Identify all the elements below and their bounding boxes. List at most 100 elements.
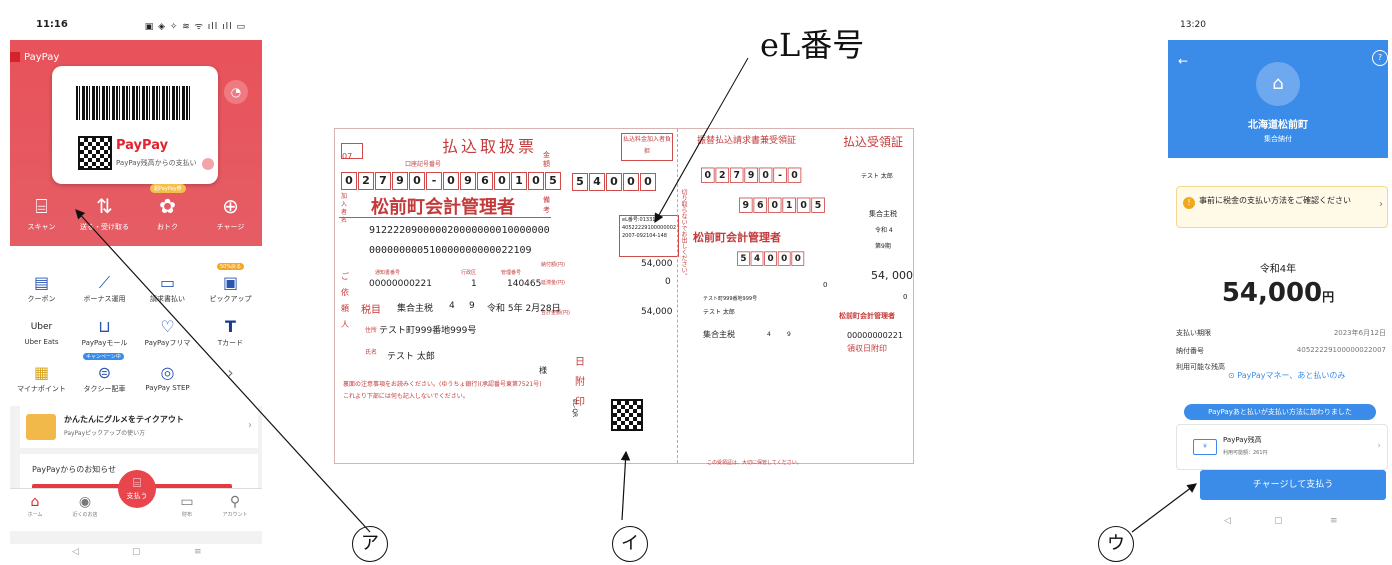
grid-item-mynapoint[interactable]: ▦マイナポイント	[10, 362, 73, 394]
total-amount: 54,000	[641, 307, 673, 317]
back-arrow-icon[interactable]: ←	[1178, 54, 1189, 68]
charge-button[interactable]: ⊕ チャージ	[199, 194, 262, 232]
menu-icon[interactable]: ≡	[1330, 516, 1338, 526]
nav-account[interactable]: ⚲アカウント	[210, 493, 260, 518]
home-sys-icon[interactable]: ▢	[1274, 516, 1283, 526]
deals-button[interactable]: 超PayPay祭 ✿ おトク	[136, 184, 199, 232]
receipt-payee-2: 松前町会計管理者	[839, 312, 895, 320]
chevron-right-icon: ›	[1379, 199, 1383, 210]
paypay-home-screenshot: 11:16 ▣ ◈ ✧ ≋ ᯤ ıll ıll ▭ PayPay ◔ PayPa…	[10, 8, 262, 563]
coupon-icon: ▤	[33, 273, 50, 292]
digit: 2	[358, 172, 374, 190]
home-icon: ⌂	[30, 494, 40, 510]
digit: 1	[782, 197, 796, 213]
receipt-name-2: テスト 太郎	[861, 173, 893, 180]
digit: 6	[753, 197, 768, 213]
grid-item-step[interactable]: ◎PayPay STEP	[136, 362, 199, 392]
mynapoint-icon: ▦	[33, 363, 50, 382]
grid-item-bonus[interactable]: ⟋ボーナス運用	[73, 272, 136, 304]
back-icon[interactable]: ◁	[72, 547, 79, 557]
note-2: これより下部には何も記入しないでください。	[343, 393, 469, 400]
digit: 6	[477, 172, 493, 190]
pickup-banner[interactable]: かんたんにグルメをテイクアウト PayPayピックアップの使い方 ›	[20, 406, 258, 448]
bell-icon[interactable]: ◔	[224, 80, 248, 104]
row-value: 40522229100000022007	[1296, 346, 1386, 354]
pay-button[interactable]: ⌸ 支払う	[118, 470, 156, 508]
bag-icon: ▣	[222, 273, 239, 292]
grid-item-mall[interactable]: ⊔PayPayモール	[73, 316, 136, 348]
grid-more-button[interactable]: ›	[199, 362, 262, 384]
chevron-right-icon: ›	[1377, 441, 1381, 451]
pay-label: 支払う	[126, 492, 148, 500]
government-icon: ⌂	[1256, 62, 1300, 106]
fee-box: 払込料金加入者負担	[621, 133, 673, 161]
scan-button[interactable]: ⌸ スキャン	[10, 194, 73, 232]
notice-title: PayPayからのお知らせ	[32, 465, 117, 474]
payer-number-label: 通知書番号	[375, 270, 401, 276]
quick-actions: ⌸ スキャン ⇅ 送る・受け取る 超PayPay祭 ✿ おトク ⊕ チャージ	[10, 184, 262, 264]
payee-label: 加入者名	[341, 193, 348, 224]
municipality-name: 北海道松前町	[1248, 120, 1308, 131]
back-icon[interactable]: ◁	[1224, 516, 1231, 526]
late-fee: 0	[665, 277, 671, 287]
digit: 0	[796, 197, 811, 213]
digit: 0	[758, 167, 773, 183]
digit: 0	[701, 167, 715, 183]
digit: 2	[715, 167, 730, 183]
el-info: eL番号:01331-	[622, 217, 658, 223]
nav-label: 近くのお店	[72, 512, 98, 518]
mark-u: ウ	[1098, 526, 1134, 562]
sama-label: 様	[539, 366, 547, 375]
payee-name: 松前町会計管理者	[371, 197, 515, 218]
el-info: 2007-092104-148	[622, 233, 667, 239]
receipt-amount: 54, 000	[871, 269, 913, 282]
menu-icon[interactable]: ≡	[194, 547, 202, 557]
nav-home[interactable]: ⌂ ホーム	[10, 493, 60, 518]
row-key: 支払い期限	[1176, 329, 1211, 337]
account-label: 口座記号番号	[405, 161, 442, 168]
ubereats-icon: Uber	[30, 322, 53, 332]
qr-arrow	[620, 450, 631, 521]
nav-label: ホーム	[27, 512, 43, 518]
payment-code-card[interactable]: PayPay PayPay残高からの支払い	[52, 66, 218, 184]
grid-label: PayPayフリマ	[144, 339, 191, 347]
nav-wallet[interactable]: ▭財布	[162, 493, 212, 518]
row-key: 納付番号	[1176, 347, 1204, 355]
grid-item-pickup[interactable]: 50%戻る▣ピックアップ	[199, 263, 262, 304]
fiscal-year: 令和4年	[1259, 264, 1297, 275]
el-number-arrow	[654, 127, 709, 224]
grid-item-coupon[interactable]: ▤ クーポン	[10, 272, 73, 304]
status-time: 13:20	[1180, 20, 1206, 30]
grid-label: クーポン	[27, 295, 56, 303]
tcard-icon: T	[225, 317, 236, 336]
wallet-icon: ¥	[1193, 439, 1217, 455]
grid-item-bill-pay[interactable]: ▭請求書払い	[136, 272, 199, 304]
chart-icon: ⟋	[98, 273, 111, 292]
name: テスト 太郎	[387, 352, 435, 362]
charge-and-pay-button[interactable]: チャージして支払う	[1200, 470, 1386, 500]
scan-label: スキャン	[27, 223, 56, 231]
tax-period: 9	[469, 301, 475, 311]
tax-year: 4	[449, 301, 455, 311]
balance-option[interactable]: ¥ PayPay残高 利用可能額：261円 ›	[1176, 424, 1388, 470]
payment-header: ← ? ⌂ 北海道松前町 集合納付	[1168, 40, 1388, 158]
grid-item-taxi[interactable]: キャンペーン中⊜タクシー配車	[73, 353, 136, 394]
warning-banner[interactable]: ! 事前に税金の支払い方法をご確認ください ›	[1176, 186, 1388, 228]
send-receive-button[interactable]: ⇅ 送る・受け取る	[73, 194, 136, 232]
plus-icon: ⊕	[222, 194, 239, 218]
grid-label: タクシー配車	[83, 385, 126, 393]
qr-code	[78, 136, 112, 170]
tax-amount: 54,000	[641, 259, 673, 269]
nav-nearby[interactable]: ◉近くのお店	[60, 493, 110, 518]
receipt-period-2: 第9期	[875, 243, 891, 250]
indicator-dot	[202, 158, 214, 170]
help-icon[interactable]: ?	[1372, 50, 1388, 66]
grid-item-fleamarket[interactable]: ♡PayPayフリマ	[136, 316, 199, 348]
home-sys-icon[interactable]: ▢	[132, 547, 141, 557]
